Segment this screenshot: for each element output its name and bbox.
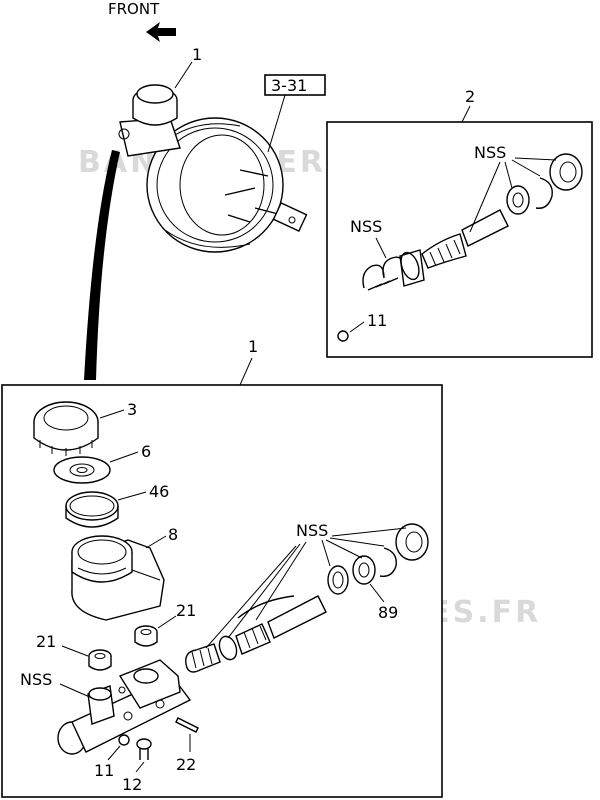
callout-kit-clip: 11 [367,311,387,330]
diaphragm [53,456,111,484]
clip-11 [118,734,130,746]
callout-nss-kit-piston: NSS [350,217,382,236]
reservoir-cap [33,401,99,456]
callout-grommet-left: 21 [36,632,56,651]
front-label: FRONT [108,0,160,18]
callout-cap: 3 [127,400,137,419]
callout-grommet-right: 21 [176,601,196,620]
callout-clip-11: 11 [94,761,114,780]
callout-pin-22: 22 [176,755,196,774]
piston-assembly [185,595,327,673]
seal-set [327,523,429,595]
bolt-12 [136,738,152,760]
detail-box-1: 1 3 6 46 [1,337,443,798]
callout-seal-89: 89 [378,603,398,622]
brake-booster-assembly [84,84,308,380]
callout-nss-body: NSS [20,670,52,689]
grommet-left [88,649,112,671]
reservoir [71,535,165,621]
retaining-ring [65,491,119,528]
callout-nss-kit-seals: NSS [474,143,506,162]
callout-master-cylinder: 1 [192,45,202,64]
callout-detail-box: 1 [248,337,258,356]
kit-clip [337,330,349,342]
callout-reservoir: 8 [168,525,178,544]
kit-box-2: 2 NSS NSS 11 [326,87,593,358]
kit-spring [362,249,425,291]
kit-seals [506,153,583,215]
callout-bolt-12: 12 [122,775,142,794]
arrow-left-icon [146,22,176,42]
kit-piston [421,209,509,269]
callout-kit-box: 2 [465,87,475,106]
front-indicator: FRONT [108,0,176,42]
pin-22 [175,717,199,733]
section-ref-box: 3-31 [264,74,326,96]
callout-nss-piston: NSS [296,521,328,540]
section-ref-label: 3-31 [271,76,307,95]
grommet-right [134,625,158,647]
callout-ring: 46 [149,482,169,501]
callout-diaphragm: 6 [141,442,151,461]
master-cylinder-body [57,659,192,755]
